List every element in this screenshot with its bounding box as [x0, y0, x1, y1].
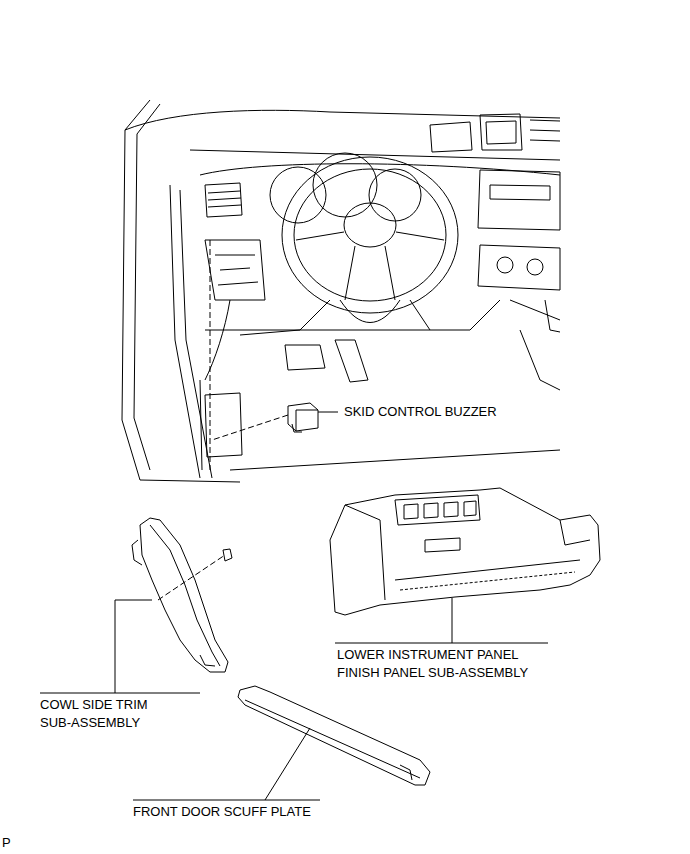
- leader-lines: [40, 412, 548, 800]
- cowl-trim-drawing: [132, 518, 232, 672]
- scuff-plate-drawing: [238, 686, 430, 785]
- part-label: SKID CONTROL BUZZER: [344, 403, 544, 421]
- part-label: FRONT DOOR SCUFF PLATE: [133, 803, 353, 821]
- part-label: LOWER INSTRUMENT PANEL FINISH PANEL SUB-…: [337, 646, 551, 682]
- figure-code: P: [2, 834, 32, 852]
- lower-panel-drawing: [330, 488, 600, 615]
- part-label: COWL SIDE TRIM SUB-ASSEMBLY: [40, 696, 180, 732]
- dashboard-drawing: [122, 100, 560, 482]
